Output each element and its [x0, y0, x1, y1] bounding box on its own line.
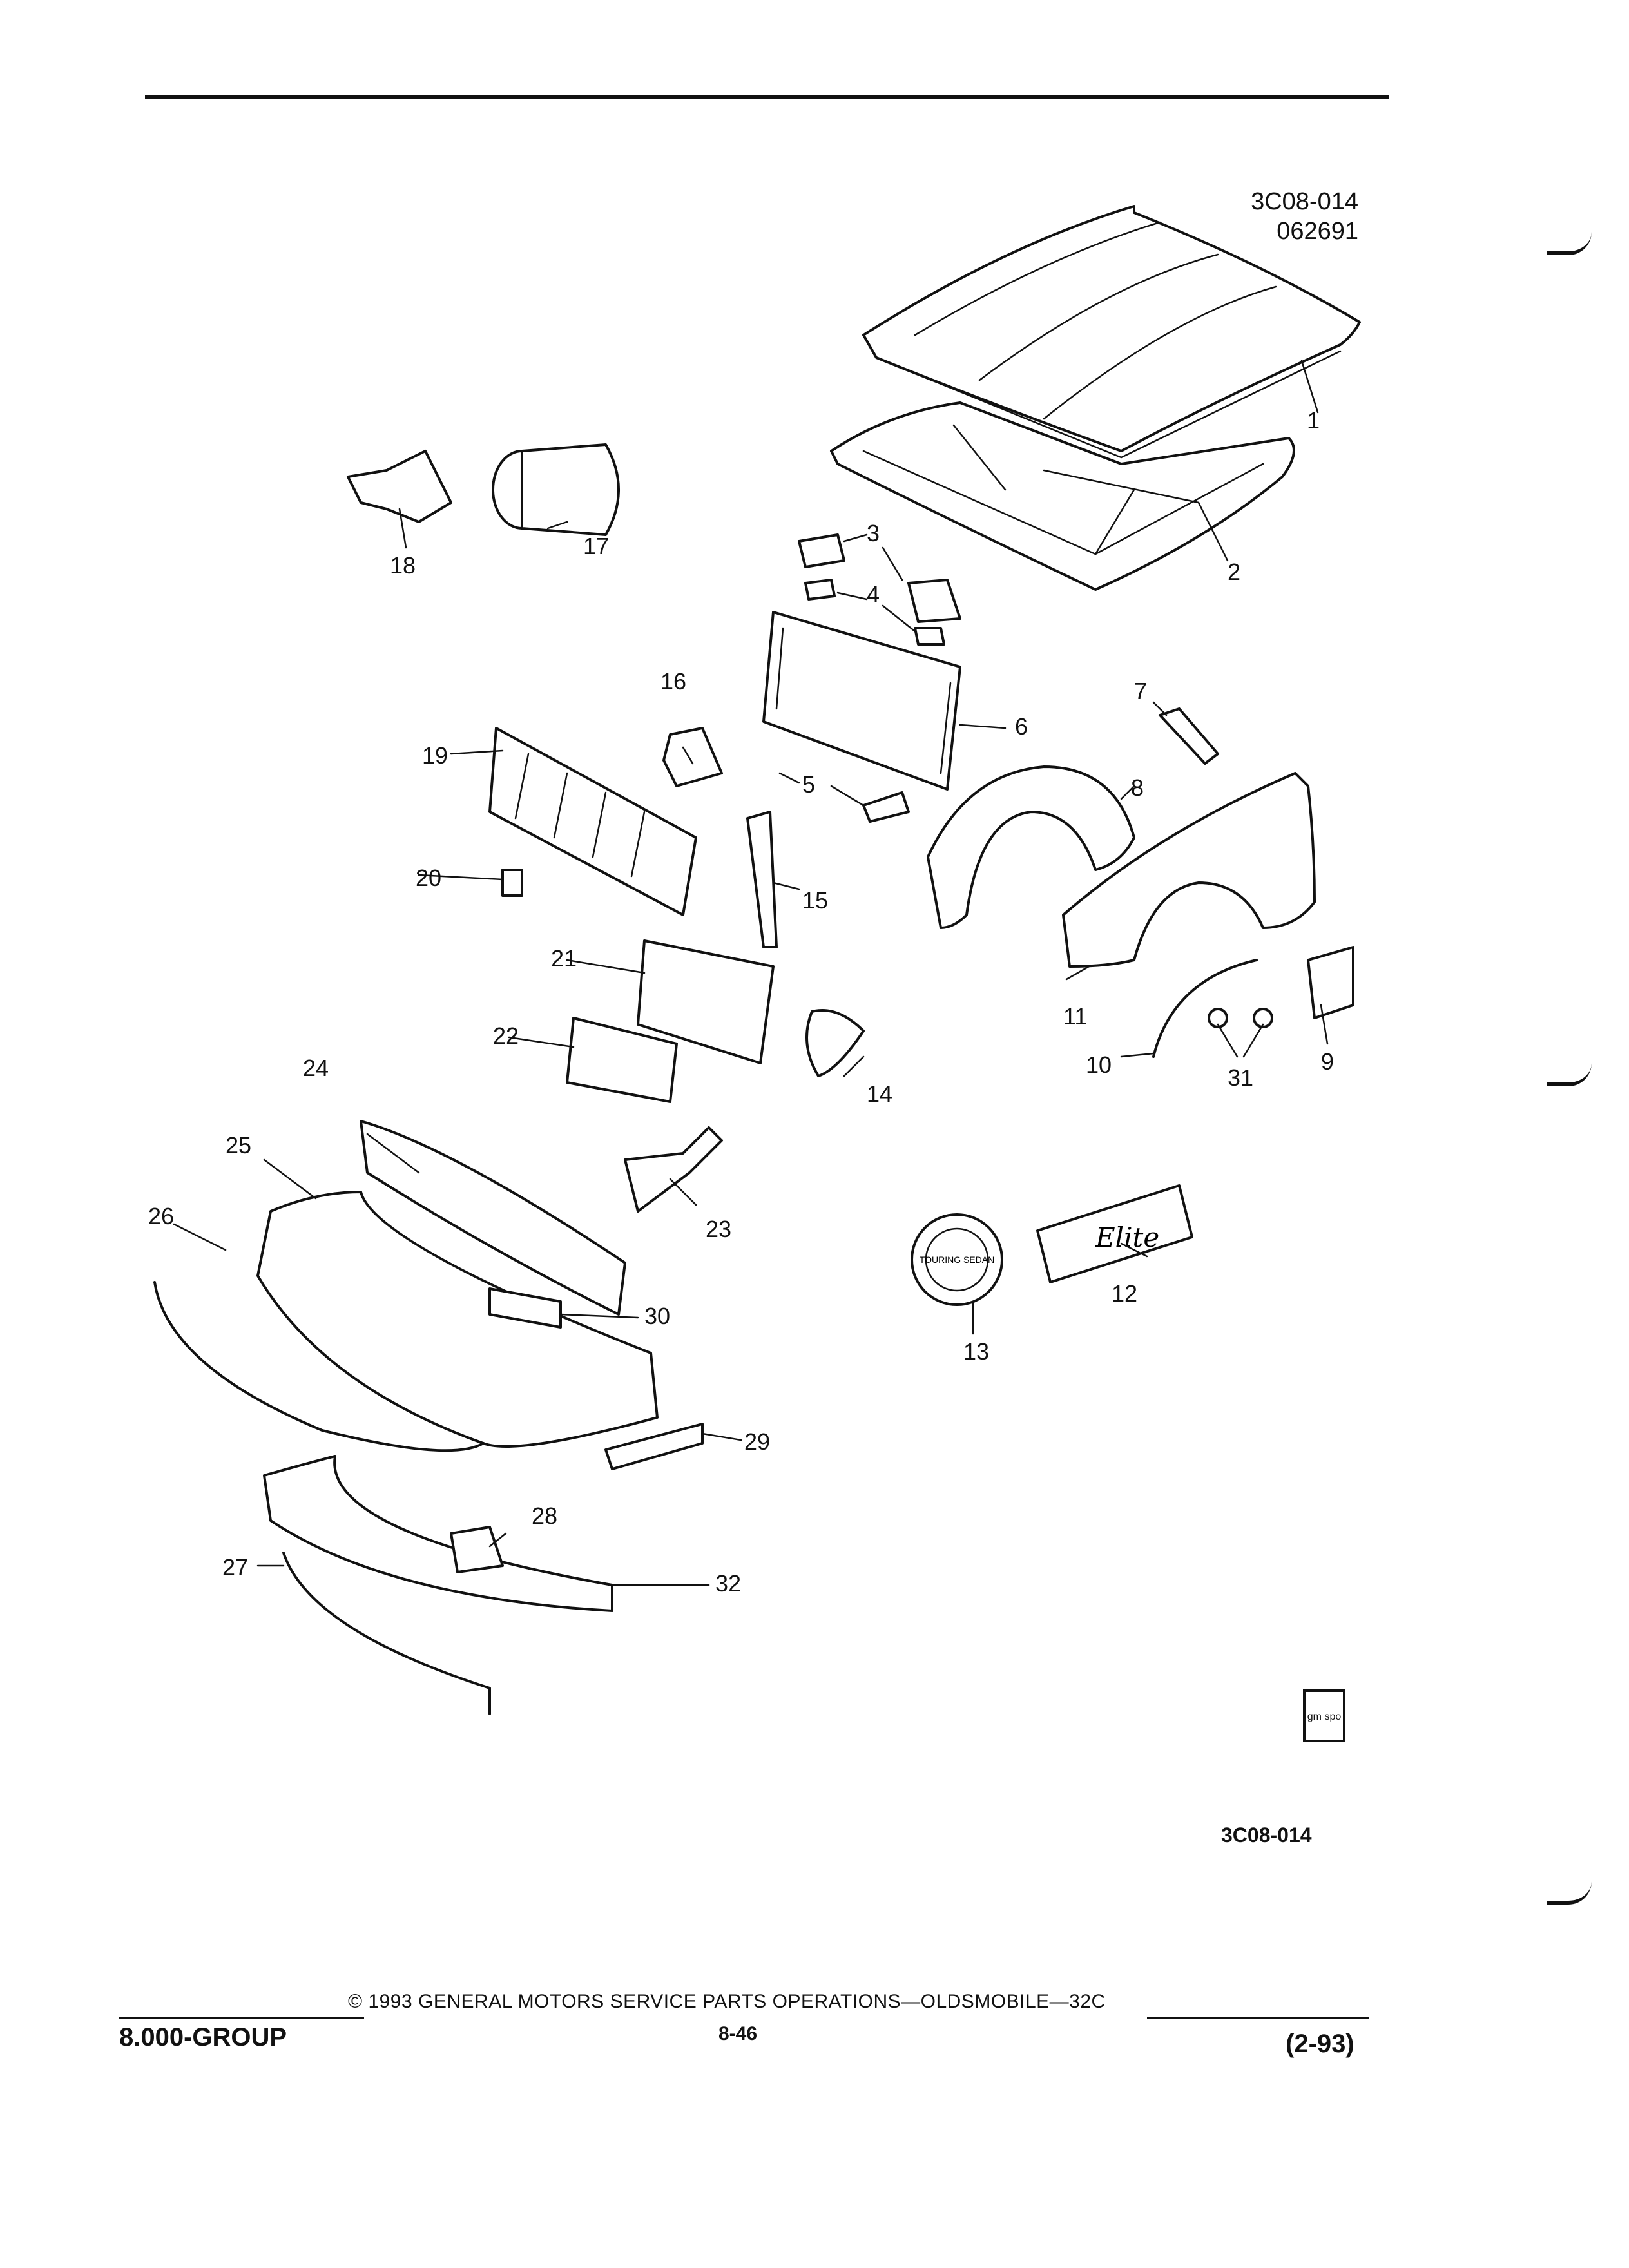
part-28-bracket [450, 1526, 504, 1573]
part-hood-hinges [798, 533, 961, 646]
part-21-headlamp-housing [637, 939, 775, 1064]
callout-19: 19 [422, 742, 448, 769]
part-29-strip [604, 1423, 704, 1470]
part-20-clip [501, 869, 523, 897]
footer-group: 8.000-GROUP [119, 2023, 287, 2052]
callout-31: 31 [1228, 1064, 1253, 1091]
part-31-clip-a [1208, 1008, 1228, 1028]
reference-date: 062691 [1277, 218, 1358, 245]
callout-16: 16 [660, 668, 686, 695]
part-wheelhouse-liner [927, 765, 1135, 929]
footer-rule-right [1147, 2017, 1369, 2019]
part-front-fender [1062, 772, 1316, 968]
part-18-bracket [347, 450, 452, 523]
part-15-support [746, 811, 778, 948]
footer-date: (2-93) [1286, 2030, 1354, 2058]
part-5-bracket [862, 791, 910, 823]
part-7-bracket [1159, 707, 1219, 765]
footer-copyright: © 1993 GENERAL MOTORS SERVICE PARTS OPER… [348, 1991, 1106, 2012]
part-27-spoiler [282, 1552, 491, 1715]
part-hood [862, 205, 1361, 459]
callout-1: 1 [1307, 407, 1320, 434]
callout-18: 18 [390, 552, 416, 579]
part-22-headlamp [566, 1017, 678, 1103]
callout-17: 17 [583, 533, 609, 559]
part-24-impact-bar [360, 1120, 626, 1316]
callout-20: 20 [416, 865, 441, 891]
callout-25: 25 [226, 1132, 251, 1158]
part-wheel-molding [1152, 959, 1258, 1058]
part-30-insert [488, 1287, 562, 1329]
callout-28: 28 [532, 1503, 557, 1529]
part-17-compressor [492, 443, 620, 536]
callout-9: 9 [1321, 1048, 1334, 1075]
part-12-emblem: Elite [1036, 1184, 1193, 1283]
binding-mark [1547, 1881, 1592, 1905]
binding-mark [1547, 1063, 1592, 1086]
callout-22: 22 [493, 1023, 519, 1049]
reference-block: 3C08-014 062691 [1251, 187, 1358, 246]
callout-32: 32 [715, 1570, 741, 1597]
callout-30: 30 [644, 1303, 670, 1329]
binding-mark [1547, 232, 1592, 255]
part-16-bracket [662, 727, 723, 787]
callout-21: 21 [551, 945, 577, 972]
part-19-grille [488, 727, 697, 916]
callout-29: 29 [744, 1428, 770, 1455]
callout-14: 14 [867, 1081, 892, 1107]
callout-10: 10 [1086, 1052, 1112, 1078]
emblem-12-text: Elite [1095, 1222, 1159, 1253]
leader-lines [173, 360, 1329, 1586]
callout-4: 4 [867, 581, 880, 608]
callout-23: 23 [706, 1216, 731, 1242]
callout-26: 26 [148, 1203, 174, 1229]
callout-12: 12 [1112, 1280, 1137, 1307]
part-31-clip-b [1253, 1008, 1273, 1028]
top-rule [145, 95, 1389, 99]
callout-3: 3 [867, 520, 880, 546]
callout-27: 27 [222, 1554, 248, 1581]
callout-7: 7 [1134, 678, 1147, 704]
callout-6: 6 [1015, 713, 1028, 740]
callout-13: 13 [963, 1338, 989, 1365]
part-radiator [762, 611, 961, 791]
illustration-code: 3C08-014 [1221, 1823, 1312, 1847]
gm-spo-logo-text: gm spo [1307, 1711, 1342, 1722]
callout-2: 2 [1228, 559, 1240, 585]
part-9-emblem [1307, 946, 1354, 1019]
emblem-13-text: TOURING SEDAN [920, 1254, 994, 1265]
part-32-valance [263, 1455, 613, 1612]
part-14-lens [805, 1009, 865, 1077]
part-hood-inner-panel [830, 401, 1295, 591]
callout-15: 15 [802, 887, 828, 914]
footer-page-number: 8-46 [718, 2023, 758, 2044]
part-25-fascia [256, 1191, 659, 1448]
callout-8: 8 [1131, 774, 1144, 801]
callout-24: 24 [303, 1055, 329, 1081]
part-23-actuator [624, 1126, 723, 1213]
callout-11: 11 [1063, 1003, 1087, 1030]
footer-rule-left [119, 2017, 364, 2019]
reference-code: 3C08-014 [1251, 188, 1358, 215]
part-13-medallion: TOURING SEDAN [911, 1213, 1003, 1306]
callout-5: 5 [802, 771, 815, 798]
part-26-molding [153, 1281, 485, 1452]
gm-spo-logo: gm spo [1303, 1689, 1345, 1742]
